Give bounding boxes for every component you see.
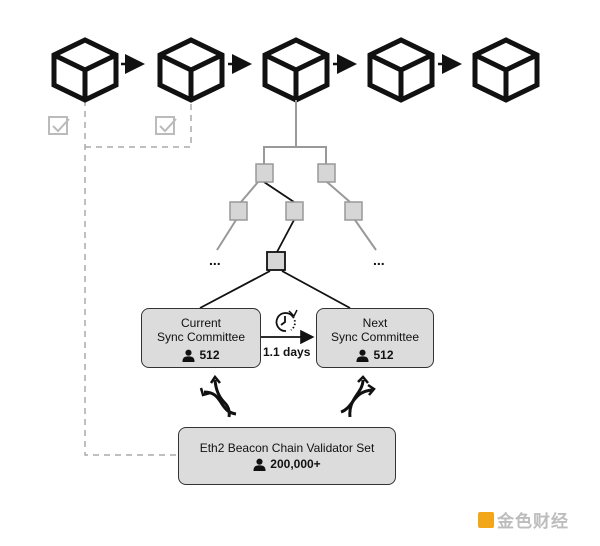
next-committee-title-2: Sync Committee [330, 330, 420, 344]
shuffle-icon [199, 374, 237, 418]
block-cube-icon [160, 40, 222, 100]
next-sync-committee-box: Next Sync Committee 512 [316, 308, 434, 368]
current-committee-title-1: Current [180, 316, 221, 330]
tree-node [285, 201, 304, 221]
current-committee-count-value: 512 [199, 348, 220, 362]
next-committee-title-1: Next [362, 316, 388, 330]
current-sync-committee-box: Current Sync Committee 512 [141, 308, 261, 368]
tree-node [229, 201, 248, 221]
validator-set-box: Eth2 Beacon Chain Validator Set 200,000+ [178, 427, 396, 485]
next-committee-count: 512 [317, 348, 433, 362]
state-tree-nodes [229, 163, 363, 221]
finality-dashed-lines [84, 100, 192, 456]
tree-node [344, 201, 363, 221]
validator-set-count: 200,000+ [179, 457, 395, 471]
current-committee-title-2: Sync Committee [156, 330, 246, 344]
person-icon [253, 458, 266, 471]
block-cube-icon [475, 40, 537, 100]
finalized-check-icon [48, 116, 70, 135]
validator-set-title: Eth2 Beacon Chain Validator Set [199, 441, 375, 455]
tree-ellipsis-left: ... [209, 252, 221, 268]
tree-node [255, 163, 274, 183]
next-committee-count-value: 512 [373, 348, 394, 362]
current-committee-count: 512 [142, 348, 260, 362]
block-cube-icon [265, 40, 327, 100]
block-cube-icon [54, 40, 116, 100]
state-tree-edges-path [199, 181, 351, 309]
watermark: 金色财经 [478, 507, 569, 532]
rotation-period-label: 1.1 days [263, 345, 311, 359]
tree-node [317, 163, 336, 183]
block-cube-icon [370, 40, 432, 100]
finalized-check-icon [155, 116, 177, 135]
tree-ellipsis-right: ... [373, 252, 385, 268]
clock-rotate-icon [275, 309, 298, 332]
watermark-logo-icon [478, 511, 494, 528]
person-icon [356, 349, 370, 362]
sync-committee-root-node [266, 251, 286, 271]
state-tree-edges-gray [216, 100, 377, 251]
shuffle-icon [340, 375, 376, 418]
person-icon [182, 349, 196, 362]
validator-set-count-value: 200,000+ [270, 457, 321, 471]
watermark-text: 金色财经 [497, 512, 569, 531]
